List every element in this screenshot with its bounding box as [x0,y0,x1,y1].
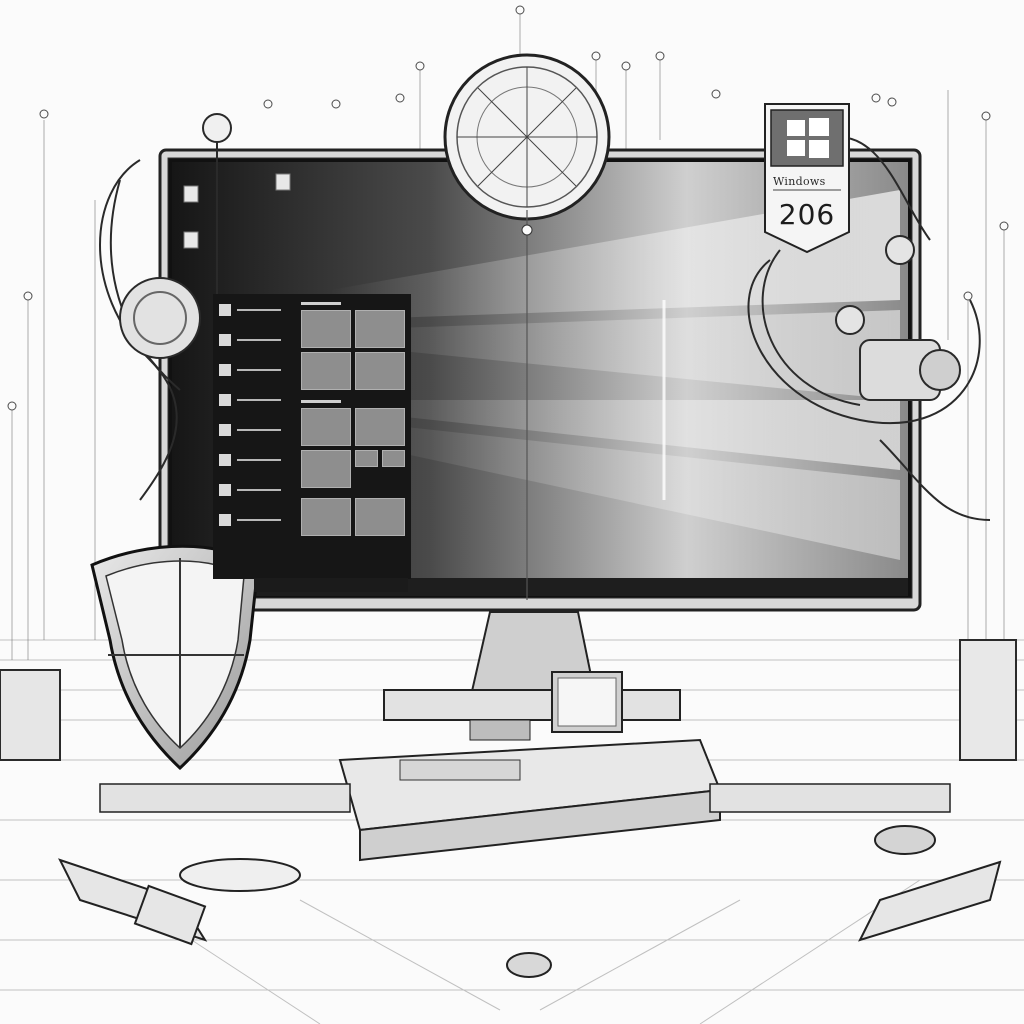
start-menu [213,294,411,579]
machinery-right [747,136,1017,761]
list-item [217,362,295,380]
cylinders [58,825,1002,978]
tile [355,450,378,467]
list-item [217,512,295,530]
windows-badge: Windows 206 [763,102,851,254]
tile [301,408,351,446]
tile [301,352,351,390]
app-icon [219,364,231,376]
tile [301,450,351,488]
start-menu-tiles [301,302,407,546]
start-menu-app-list [217,300,295,542]
list-item [217,392,295,410]
compass-dial [443,53,611,600]
tile [382,450,405,467]
tile [301,498,351,536]
app-icon [219,424,231,436]
taskbar [254,578,408,592]
windows-logo-icon [787,118,829,158]
laptop [338,671,722,862]
badge-year: 206 [778,198,836,231]
tile-group [301,400,407,488]
app-icon [219,304,231,316]
tile [301,310,351,348]
app-icon [219,514,231,526]
app-icon [219,334,231,346]
list-item [217,422,295,440]
app-icon [219,394,231,406]
tile [355,408,405,446]
badge-frame [764,103,850,254]
shield [90,544,260,771]
app-icon [219,484,231,496]
list-item [217,302,295,320]
badge-title: Windows [773,175,826,188]
tile [355,352,405,390]
list-item [217,332,295,350]
tile-group [301,498,407,536]
rails [99,783,951,813]
tile [355,310,405,348]
list-item [217,452,295,470]
machinery-left [0,113,232,761]
tile [355,498,405,536]
app-icon [219,454,231,466]
list-item [217,482,295,500]
tile-group [301,302,407,390]
